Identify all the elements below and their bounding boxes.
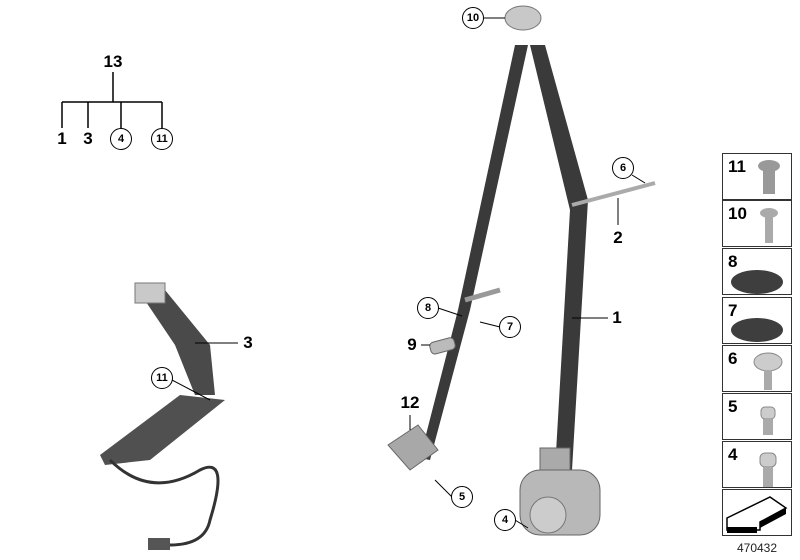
panel-part-6[interactable]: 6 bbox=[722, 345, 792, 392]
buckle-assembly bbox=[100, 282, 225, 550]
callout-7[interactable]: 7 bbox=[499, 316, 521, 338]
tree-child-4: 4 bbox=[110, 128, 132, 150]
assembly-tree-lines bbox=[61, 72, 163, 128]
panel-part-8[interactable]: 8 bbox=[722, 248, 792, 295]
tree-child-1: 1 bbox=[57, 129, 67, 148]
tree-child-3: 3 bbox=[83, 129, 93, 148]
panel-arrow-symbol bbox=[722, 489, 792, 536]
parts-panel-icons bbox=[726, 160, 788, 533]
tree-child-11: 11 bbox=[151, 128, 173, 150]
panel-part-4[interactable]: 4 bbox=[722, 441, 792, 488]
callout-11[interactable]: 11 bbox=[151, 367, 173, 389]
bracket-2 bbox=[571, 181, 656, 207]
callout-10[interactable]: 10 bbox=[462, 7, 484, 29]
leader-lines bbox=[171, 17, 646, 529]
diagram-id: 470432 bbox=[736, 541, 778, 555]
callout-6[interactable]: 6 bbox=[612, 157, 634, 179]
panel-part-11[interactable]: 11 bbox=[722, 153, 792, 200]
callout-1[interactable]: 1 bbox=[612, 308, 622, 327]
callout-5[interactable]: 5 bbox=[451, 486, 473, 508]
callout-2[interactable]: 2 bbox=[613, 228, 623, 247]
callout-9[interactable]: 9 bbox=[407, 335, 417, 354]
panel-part-5[interactable]: 5 bbox=[722, 393, 792, 440]
panel-part-7[interactable]: 7 bbox=[722, 297, 792, 344]
seat-belt-webbing bbox=[387, 5, 656, 536]
callout-12[interactable]: 12 bbox=[400, 393, 420, 412]
arrow-symbol-icon bbox=[726, 496, 788, 533]
tree-root-label: 13 bbox=[103, 52, 123, 71]
callout-3[interactable]: 3 bbox=[243, 333, 253, 352]
callout-4[interactable]: 4 bbox=[494, 509, 516, 531]
callout-8[interactable]: 8 bbox=[417, 297, 439, 319]
panel-part-10[interactable]: 10 bbox=[722, 200, 792, 247]
cover-12 bbox=[387, 424, 439, 471]
